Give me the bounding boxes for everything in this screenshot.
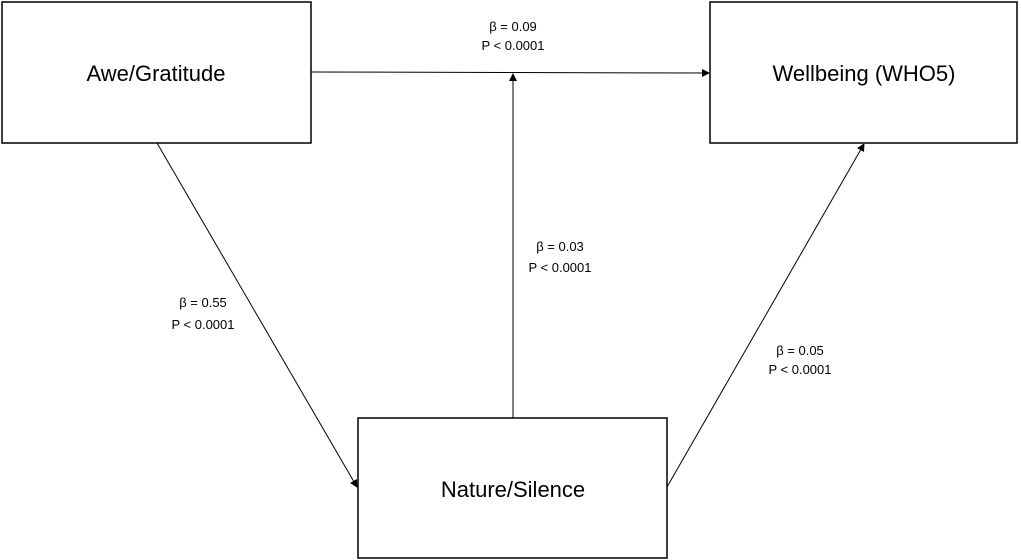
beta-awe-wellbeing: β = 0.09 (489, 19, 537, 34)
beta-awe-nature: β = 0.55 (179, 295, 227, 310)
awe-gratitude-label: Awe/Gratitude (86, 61, 225, 86)
arrow-awe-to-nature (156, 142, 358, 488)
arrow-nature-to-wellbeing (666, 143, 865, 488)
nature-silence-label: Nature/Silence (441, 477, 585, 502)
wellbeing-box (709, 1, 1018, 144)
p-awe-wellbeing: P < 0.0001 (481, 38, 544, 53)
beta-nature-mid: β = 0.03 (536, 239, 584, 254)
p-nature-mid: P < 0.0001 (528, 260, 591, 275)
awe-gratitude-box (1, 1, 312, 144)
p-awe-nature: P < 0.0001 (171, 317, 234, 332)
wellbeing-label: Wellbeing (WHO5) (773, 61, 956, 86)
beta-nature-wellbeing: β = 0.05 (776, 343, 824, 358)
p-nature-wellbeing: P < 0.0001 (768, 362, 831, 377)
arrow-awe-to-wellbeing (310, 68, 710, 77)
